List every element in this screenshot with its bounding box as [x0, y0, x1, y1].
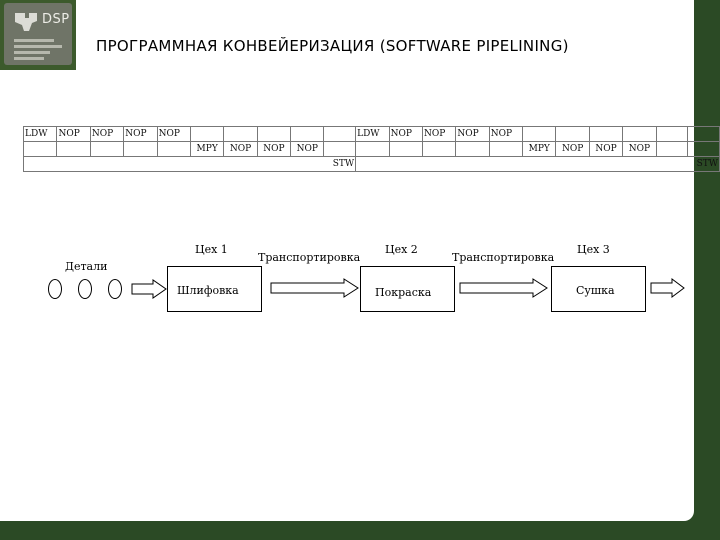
chip-print-line: [14, 45, 62, 48]
transport-label-2: Транспортировка: [452, 251, 555, 264]
pipeline-cell: [655, 141, 689, 157]
transport-label-1: Транспортировка: [258, 251, 361, 264]
pipeline-cell: [687, 126, 720, 142]
pipeline-cell: STW: [22, 156, 357, 172]
pipeline-cell: NOP: [555, 141, 590, 157]
pipeline-cell: NOP: [223, 141, 258, 157]
pipeline-cell: NOP: [622, 141, 657, 157]
pipeline-cell: LDW: [355, 126, 390, 142]
chip-dsp-label: DSP: [42, 12, 70, 27]
chip-print-line: [14, 51, 50, 54]
pipeline-cell: NOP: [89, 126, 125, 142]
pipeline-cell: [156, 141, 191, 157]
pipeline-cell: [687, 141, 720, 157]
pipeline-cell: [555, 126, 590, 142]
pipeline-cell: [522, 126, 557, 142]
pipeline-cell: NOP: [421, 126, 457, 142]
pipeline-cell: NOP: [588, 141, 624, 157]
part-circle: [48, 279, 62, 299]
right-frame-band: [694, 0, 720, 540]
pipeline-cell: [622, 126, 657, 142]
workshop-1-box: [167, 266, 262, 312]
pipeline-cell: [488, 141, 524, 157]
bottom-frame-band: [0, 521, 720, 540]
slide-panel: [0, 0, 694, 521]
slide-title: ПРОГРАММНАЯ КОНВЕЙЕРИЗАЦИЯ (SOFTWARE PIP…: [96, 37, 569, 55]
pipeline-cell: MPY: [522, 141, 557, 157]
pipeline-cell: STW: [355, 156, 720, 172]
pipeline-row-store: STW STW: [22, 156, 720, 172]
workshop-2-box: [360, 266, 455, 312]
ti-logo-icon: [15, 13, 37, 31]
pipeline-cell: NOP: [290, 141, 325, 157]
workshop-3-operation: Сушка: [576, 284, 615, 297]
pipeline-cell: [256, 126, 292, 142]
pipeline-cell: NOP: [256, 141, 292, 157]
part-circle: [108, 279, 122, 299]
workshop-3-box: [551, 266, 646, 312]
pipeline-cell: [290, 126, 325, 142]
pipeline-cell: [323, 126, 357, 142]
pipeline-cell: [588, 126, 624, 142]
pipeline-cell: [56, 141, 91, 157]
pipeline-cell: [22, 141, 58, 157]
flow-arrow-icon: [650, 278, 685, 298]
dsp-chip-image: DSP: [0, 0, 76, 70]
workshop-1-label: Цех 1: [195, 243, 228, 256]
pipeline-cell: NOP: [56, 126, 91, 142]
pipeline-cell: [388, 141, 423, 157]
pipeline-cell: MPY: [189, 141, 225, 157]
workshop-2-operation: Покраска: [375, 286, 432, 299]
pipeline-cell: [223, 126, 258, 142]
pipeline-cell: [455, 141, 490, 157]
pipeline-cell: LDW: [22, 126, 58, 142]
flow-arrow-icon: [459, 278, 548, 298]
pipeline-cell: [421, 141, 457, 157]
pipeline-cell: [655, 126, 689, 142]
pipeline-cell: [355, 141, 390, 157]
chip-print-line: [14, 39, 54, 42]
pipeline-cell: [323, 141, 357, 157]
pipeline-cell: NOP: [455, 126, 490, 142]
pipeline-cell: NOP: [123, 126, 158, 142]
flow-arrow-icon: [270, 278, 359, 298]
workshop-3-label: Цех 3: [577, 243, 610, 256]
workshop-1-operation: Шлифовка: [177, 284, 239, 297]
pipeline-cell: NOP: [488, 126, 524, 142]
pipeline-cell: NOP: [156, 126, 191, 142]
pipeline-cell: [89, 141, 125, 157]
parts-label: Детали: [65, 260, 108, 273]
dsp-chip-body: DSP: [4, 3, 72, 65]
flow-arrow-icon: [131, 279, 167, 299]
pipeline-cell: NOP: [388, 126, 423, 142]
part-circle: [78, 279, 92, 299]
chip-print-line: [14, 57, 44, 60]
pipeline-cell: [123, 141, 158, 157]
workshop-2-label: Цех 2: [385, 243, 418, 256]
pipeline-cell: [189, 126, 225, 142]
